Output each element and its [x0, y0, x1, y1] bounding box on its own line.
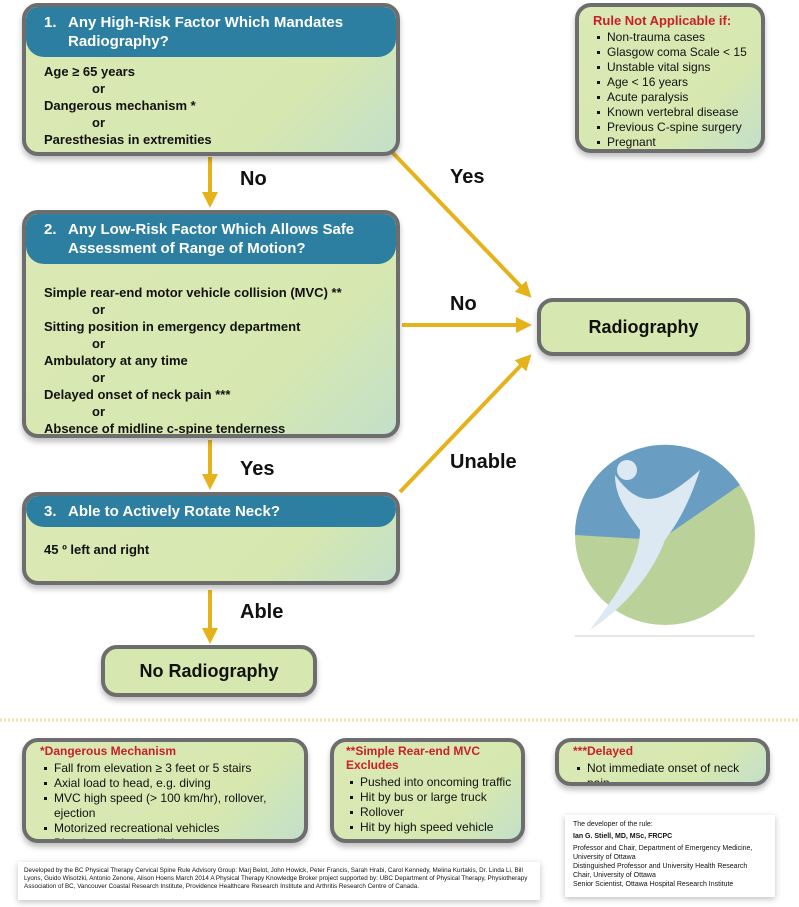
list-item: Pushed into oncoming traffic: [350, 775, 515, 790]
label-yes-1: Yes: [450, 166, 485, 188]
dangerous-list: Fall from elevation ≥ 3 feet or 5 stairs…: [40, 761, 296, 839]
label-no-1: No: [240, 168, 267, 190]
delayed-list: Not immediate onset of neck pain: [573, 761, 760, 782]
list-item: Axial load to head, e.g. diving: [44, 776, 296, 791]
label-unable: Unable: [450, 451, 517, 473]
q1-title: Any High-Risk Factor Which Mandates Radi…: [68, 14, 344, 50]
list-item: Non-trauma cases: [597, 30, 753, 45]
list-item: Bicycle struck or collision: [54, 836, 296, 839]
not-applicable-box: Rule Not Applicable if: Non-trauma cases…: [575, 3, 765, 153]
list-item: Pregnant: [597, 135, 753, 149]
label-able: Able: [240, 601, 284, 623]
q3-title: Able to Actively Rotate Neck?: [68, 503, 280, 520]
q2-title: Any Low-Risk Factor Which Allows Safe As…: [68, 221, 355, 257]
label-yes-2: Yes: [240, 458, 275, 480]
list-item: Hit by bus or large truck: [350, 790, 515, 805]
list-item: Unstable vital signs: [597, 60, 753, 75]
q1-box: 1.Any High-Risk Factor Which Mandates Ra…: [22, 3, 400, 156]
label-no-2: No: [450, 293, 477, 315]
q2-box: 2.Any Low-Risk Factor Which Allows Safe …: [22, 210, 400, 438]
list-item: Age < 16 years: [597, 75, 753, 90]
list-item: Acute paralysis: [597, 90, 753, 105]
list-item: Motorized recreational vehicles: [44, 821, 296, 836]
not-applicable-title: Rule Not Applicable if:: [593, 13, 732, 28]
list-item: Previous C-spine surgery: [597, 120, 753, 135]
radiography-outcome: Radiography: [537, 298, 750, 356]
list-item: Glasgow coma Scale < 15: [597, 45, 753, 60]
list-item: Fall from elevation ≥ 3 feet or 5 stairs: [44, 761, 296, 776]
list-item: Known vertebral disease: [597, 105, 753, 120]
q3-box: 3.Able to Actively Rotate Neck? 45 º lef…: [22, 492, 400, 585]
list-item: Rollover: [350, 805, 515, 820]
credits-note: Developed by the BC Physical Therapy Cer…: [18, 862, 540, 900]
no-radiography-outcome: No Radiography: [101, 645, 317, 697]
arrow-q3-unable: [398, 354, 532, 494]
arrow-q1-yes: [390, 150, 532, 298]
list-item: MVC high speed (> 100 km/hr), rollover, …: [44, 791, 296, 821]
list-item: Not immediate onset of neck pain: [577, 761, 760, 782]
developer-note: The developer of the rule: Ian G. Stiell…: [565, 815, 775, 897]
list-item: Hit by high speed vehicle: [350, 820, 515, 835]
logo-icon: [574, 444, 755, 637]
